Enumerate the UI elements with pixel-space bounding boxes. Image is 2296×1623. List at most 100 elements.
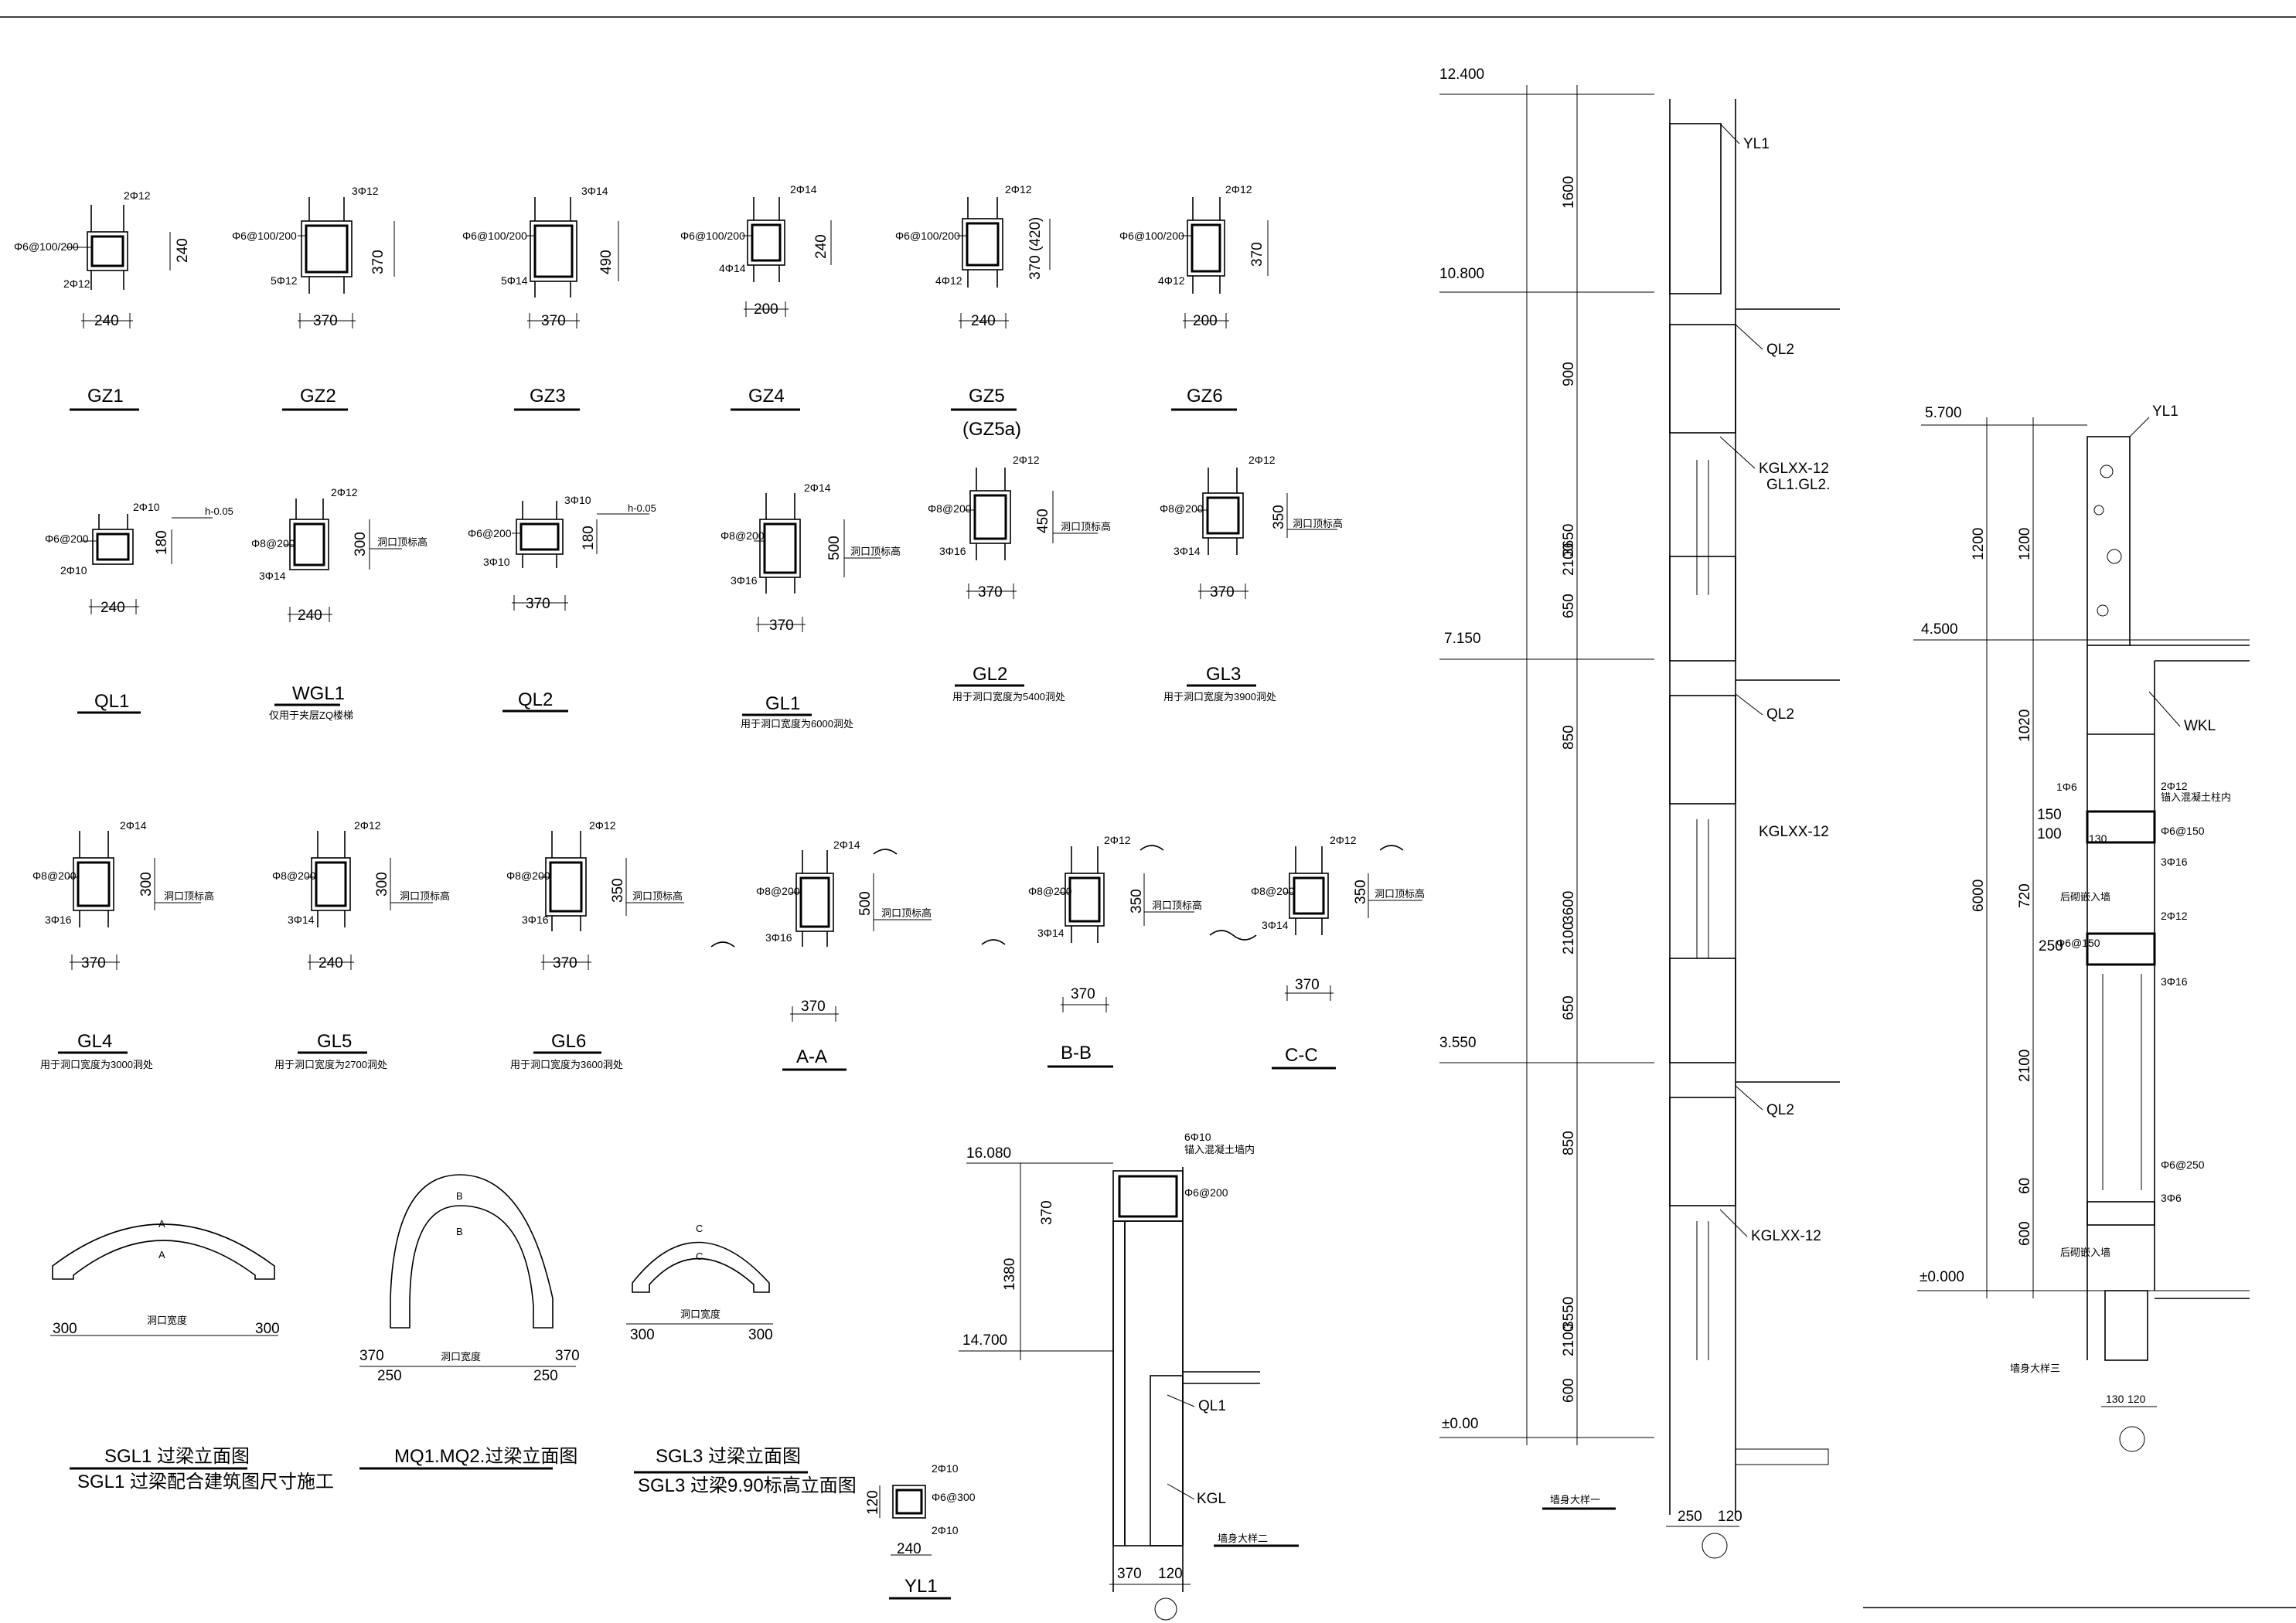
section-mark-c: C	[696, 1223, 703, 1234]
rebar-top-label: 3Φ10	[564, 494, 591, 506]
dim-inner: 2100	[2017, 1050, 2033, 1082]
dim-inner: 650	[1561, 594, 1577, 618]
elevation-top: 16.080	[966, 1145, 1011, 1162]
dim-left: 370	[359, 1348, 384, 1364]
section-title: QL2	[518, 689, 553, 710]
section-gl3: 2Φ12 3Φ14 Φ8@200 350 洞口顶标高 370 GL3 用于洞口宽…	[1160, 454, 1343, 703]
rebar-bottom-label: 3Φ14	[288, 914, 315, 926]
dim-inner: 600	[1561, 1378, 1577, 1403]
level-label: 洞口顶标高	[1293, 518, 1343, 529]
dim-height: 180	[581, 526, 597, 550]
span-label: 洞口宽度	[680, 1308, 720, 1320]
section-title: GL6	[551, 1031, 586, 1052]
beam-sections-row1: 2Φ10 2Φ10 Φ6@200 180 h-0.05 240 QL1 2Φ12…	[45, 454, 1343, 730]
section-note: 用于洞口宽度为3600洞处	[510, 1059, 623, 1070]
rebar-bottom-label: 3Φ14	[259, 570, 286, 582]
rebar-bottom-label: 2Φ12	[63, 277, 90, 290]
dim-height: 300	[138, 872, 155, 897]
stirrup-label: Φ8@200	[756, 885, 800, 897]
elevation-label: 7.150	[1444, 631, 1481, 647]
label-kgl: KGLXX-12	[1751, 1228, 1821, 1244]
rebar-label: Φ6@250	[2161, 1159, 2205, 1171]
arch-sgl3: C C 300 300 洞口宽度 SGL3 过梁立面图 SGL3 过梁9.90标…	[626, 1223, 857, 1496]
dim-height: 300	[353, 532, 369, 556]
dim-w2: 120	[1718, 1509, 1742, 1525]
stirrup-label: Φ6@200	[468, 527, 512, 539]
label-kgl: KGL	[1197, 1491, 1226, 1507]
level-label: 洞口顶标高	[400, 890, 450, 902]
rebar-top-label: 2Φ14	[790, 183, 817, 196]
section-gl4: 2Φ14 3Φ16 Φ8@200 300 洞口顶标高 370 GL4 用于洞口宽…	[32, 819, 214, 1070]
dim-inner: 650	[1561, 995, 1577, 1020]
dim-height: 240	[813, 234, 829, 259]
section-title: C-C	[1285, 1045, 1318, 1066]
beam-sections-row2: 2Φ14 3Φ16 Φ8@200 300 洞口顶标高 370 GL4 用于洞口宽…	[32, 819, 1425, 1071]
elevation-label: 10.800	[1439, 266, 1484, 282]
rebar-bottom-label: 4Φ14	[719, 262, 746, 274]
arch-title: SGL1 过梁立面图	[104, 1446, 250, 1467]
section-yl1: 2Φ10 2Φ10 Φ6@300 120 240 YL1	[865, 1462, 976, 1600]
level-label: 洞口顶标高	[1061, 521, 1111, 532]
section-title: GL2	[973, 664, 1007, 685]
rebar-bottom-label: 5Φ14	[501, 274, 528, 287]
dim-inner: 250	[2039, 938, 2063, 954]
rebar-top-label: 2Φ14	[804, 481, 831, 494]
section-gz5: 2Φ12 4Φ12 Φ6@100/200 240 370 (420) GZ5 (…	[895, 183, 1051, 440]
dim-height: 350	[1271, 505, 1287, 529]
dim-a: 370	[1039, 1200, 1055, 1225]
stirrup-label: Φ8@200	[1028, 885, 1072, 897]
column-sections: 2Φ12 2Φ12 Φ6@100/200 240 240 GZ1 3Φ12 5Φ…	[14, 183, 1269, 440]
rebar-bottom-label: 4Φ12	[935, 274, 962, 287]
label-kgl: KGLXX-12	[1759, 824, 1829, 840]
dim-width: 370	[541, 313, 566, 329]
section-note: 用于洞口宽度为3000洞处	[40, 1059, 153, 1070]
rebar-top-label: 3Φ12	[352, 185, 379, 197]
rebar-bottom-label: 2Φ10	[932, 1524, 959, 1536]
section-subtitle: (GZ5a)	[962, 419, 1021, 440]
dim-height: 500	[826, 536, 843, 560]
label-ql2: QL2	[1766, 1102, 1794, 1118]
dim-height: 300	[374, 872, 390, 897]
rebar-top-label: 2Φ14	[833, 839, 860, 851]
level-label: 洞口顶标高	[881, 907, 932, 919]
rebar-top-label: 2Φ12	[354, 819, 381, 832]
section-mark-b: B	[456, 1226, 463, 1237]
level-label: 洞口顶标高	[164, 890, 214, 902]
stirrup-label: Φ8@200	[1160, 502, 1204, 515]
label-kgl: KGLXX-12	[1759, 461, 1829, 477]
dim-height: 450	[1035, 509, 1051, 533]
dim-height: 120	[865, 1490, 881, 1515]
dim-width: 200	[754, 301, 778, 318]
rebar-bottom-label: 4Φ12	[1158, 274, 1185, 287]
dim-inner: 150	[2037, 807, 2062, 823]
dim-inner: 2100	[1561, 1324, 1577, 1356]
section-gz2: 3Φ12 5Φ12 Φ6@100/200 370 370 GZ2	[232, 185, 395, 411]
dim-width: 200	[1193, 313, 1218, 329]
section-title: GZ4	[748, 386, 785, 407]
dim-right: 300	[255, 1321, 280, 1337]
dim-w2: 120	[2127, 1393, 2146, 1405]
rebar-top-label: 2Φ12	[1013, 454, 1040, 466]
dim-width: 240	[100, 600, 125, 616]
section-wgl1: 2Φ12 3Φ14 Φ8@200 300 洞口顶标高 240 WGL1 仅用于夹…	[251, 486, 428, 721]
section-note: 用于洞口宽度为2700洞处	[274, 1059, 387, 1070]
rebar-label: 3Φ6	[2161, 1192, 2182, 1204]
elevation-label: 12.400	[1439, 66, 1484, 83]
label-gl: GL1.GL2.	[1766, 477, 1830, 493]
wall-detail-3: 5.700 4.500 ±0.000 1200 1200 1020 6000 1…	[1913, 403, 2250, 1452]
section-title: QL1	[94, 691, 129, 712]
dim-inner: 2100	[1561, 922, 1577, 954]
dim-width: 370	[526, 596, 550, 612]
rebar-bottom-label: 3Φ16	[45, 914, 72, 926]
rebar-label: 1Φ6	[2056, 781, 2077, 793]
dim-inner: 100	[2037, 826, 2062, 842]
section-gl2: 2Φ12 3Φ16 Φ8@200 450 洞口顶标高 370 GL2 用于洞口宽…	[928, 454, 1111, 703]
section-gz4: 2Φ14 4Φ14 Φ6@100/200 200 240 GZ4	[680, 183, 832, 411]
section-title: GL4	[77, 1031, 112, 1052]
rebar-top-label: 2Φ10	[932, 1462, 959, 1475]
dim-width: 240	[971, 313, 996, 329]
dim-right: 370	[555, 1348, 580, 1364]
infill-note: 后砌嵌入墙	[2060, 1247, 2110, 1258]
section-gz1: 2Φ12 2Φ12 Φ6@100/200 240 240 GZ1	[14, 189, 191, 411]
section-gl1: 2Φ14 3Φ16 Φ8@200 500 洞口顶标高 370 GL1 用于洞口宽…	[720, 481, 901, 730]
